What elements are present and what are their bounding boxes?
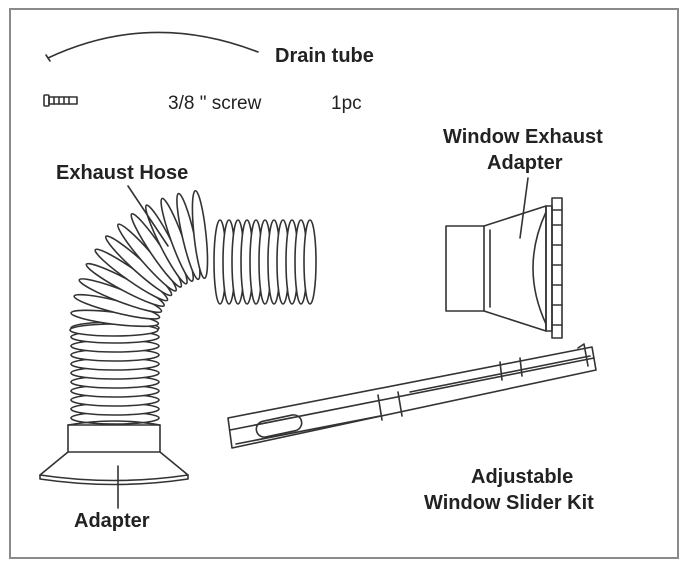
slider-kit-label-line2: Window Slider Kit — [424, 492, 594, 514]
adapter-label: Adapter — [74, 510, 150, 532]
slider-kit-label-line1: Adjustable — [471, 466, 574, 488]
screw-quantity-label: 1pc — [331, 93, 362, 114]
window-exhaust-adapter-label-line2: Adapter — [487, 152, 563, 174]
screw-label: 3/8 " screw — [168, 93, 262, 114]
drain-tube-label: Drain tube — [275, 45, 374, 67]
adapter-illustration — [39, 420, 189, 486]
screw-icon — [43, 94, 78, 107]
exhaust-hose-label: Exhaust Hose — [56, 162, 189, 184]
window-exhaust-adapter-label-line1: Window Exhaust — [443, 126, 603, 148]
exhaust-hose-leader — [127, 185, 169, 247]
window-slider-kit-illustration — [227, 343, 597, 449]
drain-tube-illustration — [45, 31, 259, 62]
window-exhaust-adapter-leader — [519, 177, 529, 239]
window-exhaust-adapter-illustration — [445, 197, 563, 339]
exhaust-hose-illustration — [69, 189, 317, 425]
